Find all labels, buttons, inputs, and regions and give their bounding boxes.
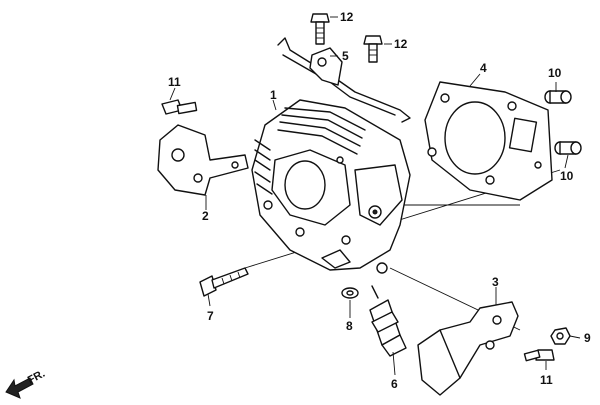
bolt-12-right: [363, 35, 383, 63]
callout-4: 4: [480, 61, 487, 75]
bolt-11-upper: [161, 99, 198, 115]
callout-6: 6: [391, 377, 398, 391]
cam-chain-guide-clip: [277, 37, 411, 123]
bolt-7: [199, 267, 249, 297]
dowel-pin-lower: [554, 141, 582, 155]
callout-labels: 1 2 3 4 5 6 7 8 9 10 10 11 11 12 12: [168, 10, 591, 391]
callout-11-lower: 11: [540, 373, 553, 387]
callout-9: 9: [584, 331, 591, 345]
callout-1: 1: [270, 88, 277, 102]
callout-5: 5: [342, 49, 349, 63]
cylinder-head-gasket: [424, 81, 553, 201]
callout-8: 8: [346, 319, 353, 333]
cylinder-head: [251, 99, 411, 274]
callout-12-lower: 12: [394, 37, 408, 51]
callout-10-lower: 10: [560, 169, 574, 183]
bolt-11-lower: [523, 349, 555, 362]
front-direction-label: FR.: [26, 368, 47, 387]
dowel-pin-upper: [544, 90, 572, 104]
front-arrow-icon: [5, 377, 34, 399]
heat-shield-bracket-3: [417, 301, 519, 396]
leader-lines: [169, 16, 581, 376]
front-direction-indicator: FR.: [5, 368, 47, 399]
callout-12-upper: 12: [340, 10, 354, 24]
nut-9: [550, 327, 571, 345]
callout-10-upper: 10: [548, 66, 562, 80]
side-bracket-left: [157, 124, 249, 196]
bolt-12-left: [310, 13, 330, 45]
temperature-sensor-6: [369, 285, 407, 357]
callout-2: 2: [202, 209, 209, 223]
callout-7: 7: [207, 309, 214, 323]
washer-8: [341, 287, 359, 299]
callout-3: 3: [492, 275, 499, 289]
callout-11-upper: 11: [168, 75, 181, 89]
